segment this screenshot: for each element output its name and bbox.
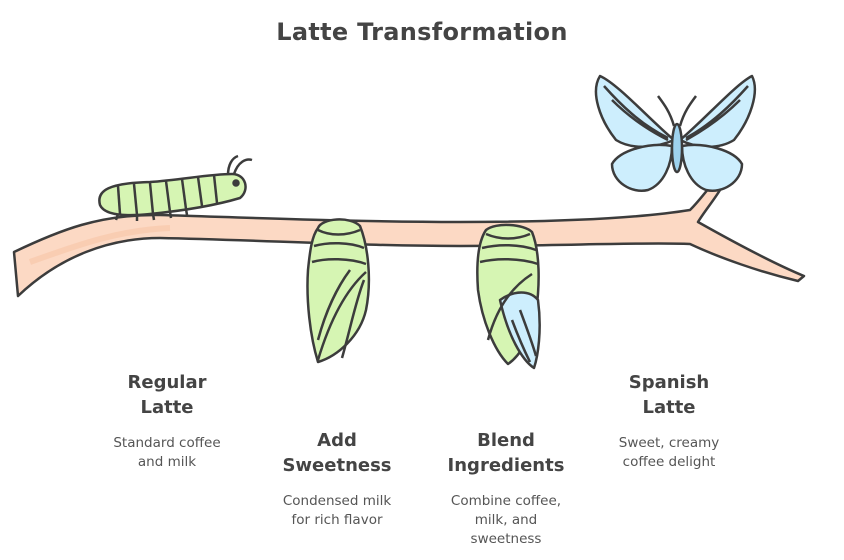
stage-description: Sweet, creamy coffee delight [618, 435, 720, 470]
stage-heading: Add Sweetness [282, 430, 392, 476]
green-chrysalis-icon [306, 218, 371, 364]
stage-heading: Regular Latte [127, 372, 207, 418]
emerging-chrysalis-icon [476, 223, 541, 370]
diagram-title: Latte Transformation [276, 18, 568, 46]
stage-description: Condensed milk for rich flavor [282, 493, 392, 528]
stage-spanish-latte: Spanish Latte Sweet, creamy coffee delig… [586, 370, 752, 472]
stage-heading: Blend Ingredients [447, 430, 565, 476]
stage-heading: Spanish Latte [628, 372, 710, 418]
stage-description: Combine coffee, milk, and sweetness [450, 493, 562, 547]
butterfly-icon [594, 74, 757, 193]
stage-description: Standard coffee and milk [113, 435, 221, 470]
stage-add-sweetness: Add Sweetness Condensed milk for rich fl… [254, 428, 420, 530]
caterpillar-icon [98, 154, 253, 221]
stage-regular-latte: Regular Latte Standard coffee and milk [84, 370, 250, 472]
branch-illustration [12, 183, 806, 298]
stage-blend-ingredients: Blend Ingredients Combine coffee, milk, … [420, 428, 592, 549]
